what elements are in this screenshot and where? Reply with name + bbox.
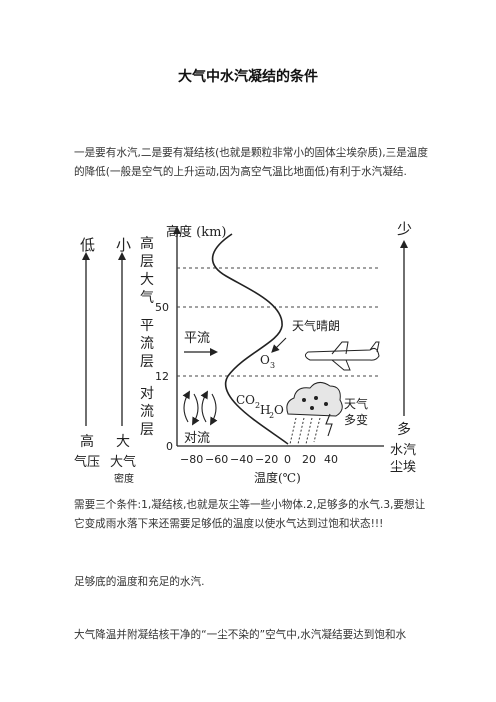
sunny-label: 天气晴朗 <box>292 318 340 333</box>
weather-label-2: 多变 <box>344 412 368 427</box>
paragraph-3: 足够底的温度和充足的水汽. <box>74 576 205 588</box>
paragraph-2: 需要三个条件:1,凝结核,也就是灰尘等一些小物体.2,足够多的水气.3,要想让它… <box>74 499 426 530</box>
x-tick-m40: −40 <box>230 453 253 466</box>
y-tick-0: 0 <box>166 440 173 453</box>
y-tick-50: 50 <box>155 301 169 314</box>
atmosphere-figure: 低 高 气压 小 大 大气 密度 高 层 大 气 平 流 层 对 流 层 高度 … <box>74 214 422 486</box>
layer-upper-char-3: 大 <box>140 272 154 288</box>
h2o-h-label: H <box>260 403 270 417</box>
airplane-icon <box>304 341 380 371</box>
y-tick-12: 12 <box>155 370 169 383</box>
rain-icon <box>289 417 321 445</box>
layer-upper-char-1: 高 <box>140 235 154 252</box>
paragraph-1: 一是要有水汽,二是要有凝结核(也就是颗粒非常小的固体尘埃杂质),三是温度的降低(… <box>74 147 428 178</box>
atmosphere-diagram: 低 高 气压 小 大 大气 密度 高 层 大 气 平 流 层 对 流 层 高度 … <box>74 220 416 485</box>
density-bottom-label: 大 <box>116 434 130 450</box>
density-label: 大气 <box>110 454 136 470</box>
layer-tropo-char-1: 对 <box>140 386 154 402</box>
layer-tropo-char-3: 层 <box>140 422 154 438</box>
density-label-2: 密度 <box>114 472 134 485</box>
ozone-label: O <box>260 353 270 367</box>
vapor-top-label: 少 <box>397 220 412 238</box>
x-tick-m80: −80 <box>180 453 203 466</box>
vapor-bottom-label: 多 <box>397 421 411 438</box>
x-tick-m60: −60 <box>205 453 228 466</box>
layer-strato-char-1: 平 <box>140 318 154 334</box>
h2o-o-label: O <box>274 403 284 417</box>
dust-label: 尘埃 <box>390 460 416 475</box>
temperature-curve <box>211 233 289 445</box>
co2-label: CO <box>236 393 255 407</box>
pressure-top-label: 低 <box>80 236 95 254</box>
layer-upper-char-4: 气 <box>140 290 154 306</box>
layer-tropo-char-2: 流 <box>140 404 154 420</box>
x-tick-40: 40 <box>324 453 338 466</box>
weather-label-1: 天气 <box>344 396 368 411</box>
convection-arrows <box>182 390 218 426</box>
layer-strato-char-2: 流 <box>140 336 154 352</box>
pressure-label: 气压 <box>74 454 100 470</box>
ozone-subscript: 3 <box>270 361 275 370</box>
vapor-label: 水汽 <box>390 443 416 458</box>
layer-upper-char-2: 层 <box>140 254 154 270</box>
x-tick-m20: −20 <box>255 453 278 466</box>
y-axis-label: 高度 (km) <box>166 224 226 240</box>
layer-strato-char-3: 层 <box>140 354 154 370</box>
paragraph-4: 大气降温并附凝结核干净的“一尘不染的”空气中,水汽凝结要达到饱和水 <box>74 629 407 641</box>
x-axis-label: 温度(℃) <box>254 470 301 485</box>
x-tick-20: 20 <box>302 453 316 466</box>
convection-label: 对流 <box>184 431 210 446</box>
density-top-label: 小 <box>116 236 131 254</box>
page-title: 大气中水汽凝结的条件 <box>178 69 318 85</box>
co2-subscript: 2 <box>255 401 260 410</box>
pressure-bottom-label: 高 <box>80 433 94 450</box>
h2o-subscript: 2 <box>269 411 274 420</box>
x-tick-0: 0 <box>284 453 291 466</box>
advection-label: 平流 <box>184 331 210 346</box>
lightning-icon <box>325 413 333 437</box>
cloud-icon <box>286 382 343 417</box>
ozone-arrow <box>271 337 287 353</box>
